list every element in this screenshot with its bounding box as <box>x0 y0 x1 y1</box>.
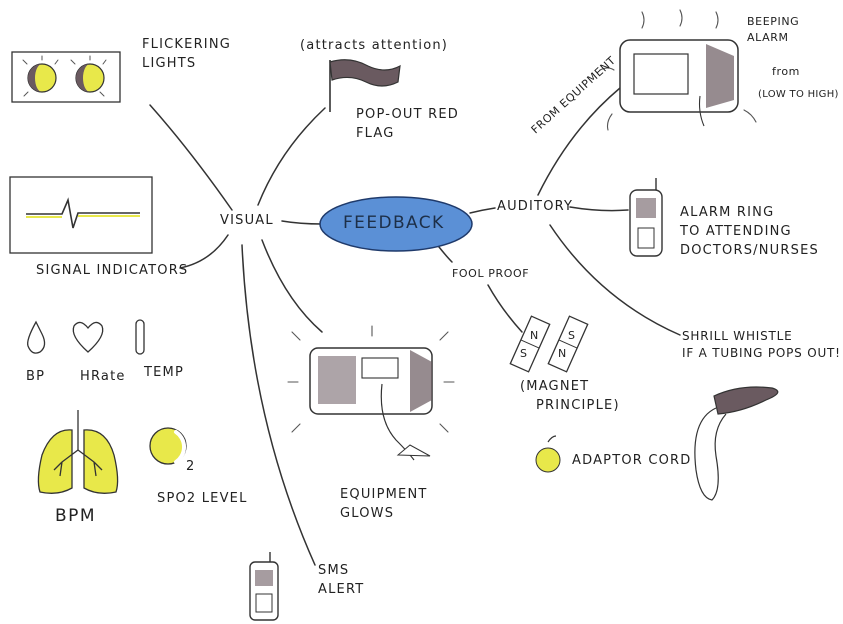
low-to-high-label: (LOW TO HIGH) <box>758 88 839 103</box>
line-feedback-to-auditory <box>470 208 495 213</box>
flickering-lights-illustration <box>12 52 120 102</box>
line-visual-to-feedback <box>282 221 322 224</box>
line-visual-to-flickering-lights <box>150 105 232 210</box>
magnet-letter-n-2: N <box>558 346 567 362</box>
lungs-icon <box>38 410 117 493</box>
feedback-label: FEEDBACK <box>343 211 445 236</box>
shrill-whistle-label: SHRILL WHISTLE IF A TUBING POPS OUT! <box>682 328 841 363</box>
sms-phone-illustration <box>250 552 278 620</box>
adaptor-cord-illustration <box>695 387 778 500</box>
apple-logo-icon <box>536 436 560 472</box>
temp-label: TEMP <box>144 364 184 383</box>
magnet-principle-label: (MAGNET PRINCIPLE) <box>520 378 620 416</box>
bp-label: BP <box>26 368 45 387</box>
beeping-alarm-label: BEEPING ALARM <box>747 14 799 46</box>
visual-branch-label: VISUAL <box>220 212 274 231</box>
equipment-glows-label: EQUIPMENT GLOWS <box>340 486 428 524</box>
thermometer-icon <box>136 320 144 354</box>
line-visual-to-equipment-glows <box>262 240 322 332</box>
line-visual-to-flag <box>258 108 325 205</box>
pop-out-flag-illustration <box>330 60 400 112</box>
vitals-icons <box>28 320 186 493</box>
magnet-letter-s-2: S <box>568 328 576 344</box>
sms-alert-label: SMS ALERT <box>318 562 364 600</box>
line-visual-to-sms-alert <box>242 245 315 565</box>
auditory-branch-label: AUDITORY <box>497 198 573 217</box>
magnet-letter-n-1: N <box>530 328 539 344</box>
equipment-glows-illustration <box>288 326 454 460</box>
adaptor-cord-label: ADAPTOR CORD <box>572 452 692 471</box>
alarm-phone-illustration <box>630 178 662 256</box>
fool-proof-branch-label: FOOL PROOF <box>452 266 529 282</box>
line-auditory-to-alarm-ring <box>570 207 628 211</box>
spo2-label: SPO2 LEVEL <box>157 490 248 509</box>
bp-drop-icon <box>28 322 45 353</box>
hrate-label: HRate <box>80 368 126 387</box>
magnet-illustration <box>510 316 587 372</box>
magnet-letter-s-1: S <box>520 346 528 362</box>
flickering-lights-label: FLICKERING LIGHTS <box>142 36 231 74</box>
beeping-alarm-illustration <box>600 10 756 130</box>
signal-indicator-illustration <box>10 177 152 253</box>
line-fool-proof-to-magnet <box>488 285 522 332</box>
alarm-ring-label: ALARM RING TO ATTENDING DOCTORS/NURSES <box>680 204 819 261</box>
signal-indicators-label: SIGNAL INDICATORS <box>36 262 188 281</box>
from-label: from <box>772 64 800 80</box>
spo2-icon <box>150 428 186 464</box>
attracts-attention-label: (attracts attention) <box>300 37 448 56</box>
bpm-label: BPM <box>55 504 96 529</box>
pop-out-flag-label: POP-OUT RED FLAG <box>356 106 459 144</box>
o2-subscript-label: 2 <box>186 458 195 477</box>
heart-icon <box>73 322 102 352</box>
